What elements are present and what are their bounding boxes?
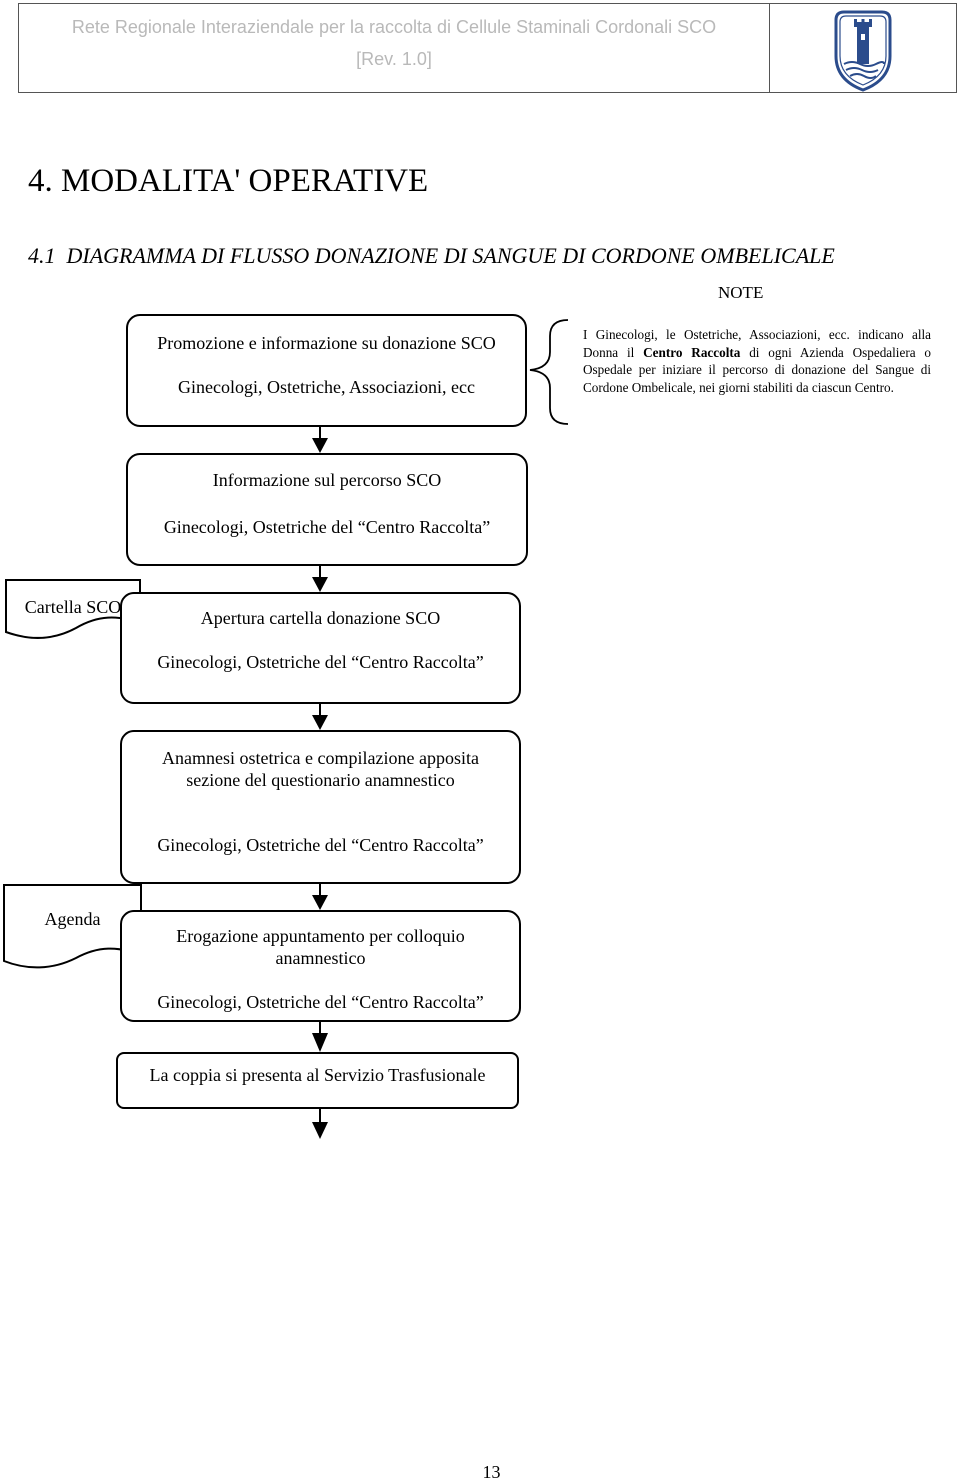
arrow-down-icon: [312, 715, 328, 730]
note-text: I Ginecologi, le Ostetriche, Associazion…: [583, 327, 931, 395]
step-activity: Informazione sul percorso SCO: [212, 470, 442, 490]
logo-box: [770, 3, 957, 93]
page-header: Rete Regionale Interaziendale per la rac…: [18, 3, 770, 93]
flow-step-anamnesis: Anamnesi ostetrica e compilazione apposi…: [120, 730, 521, 884]
step-responsible: Ginecologi, Ostetriche del “Centro Racco…: [157, 992, 484, 1012]
arrow-down-icon: [312, 438, 328, 453]
arrow-down-icon: [312, 1033, 328, 1052]
header-revision: [Rev. 1.0]: [356, 49, 432, 69]
step-activity-line1: Anamnesi ostetrica e compilazione apposi…: [162, 748, 479, 768]
flow-step-appointment: Erogazione appuntamento per colloquio an…: [120, 910, 521, 1022]
subsection-text: DIAGRAMMA DI FLUSSO DONAZIONE DI SANGUE …: [66, 243, 835, 268]
flow-step-transfusion-service: La coppia si presenta al Servizio Trasfu…: [116, 1052, 519, 1109]
step-activity: La coppia si presenta al Servizio Trasfu…: [149, 1065, 486, 1085]
page-number: 13: [482, 1462, 501, 1482]
flow-step-information: Informazione sul percorso SCO Ginecologi…: [126, 453, 528, 566]
subsection-number: 4.1: [28, 243, 56, 268]
arrow-down-icon: [312, 577, 328, 592]
step-activity-line2: sezione del questionario anamnestico: [186, 770, 455, 790]
subsection-title: 4.1 DIAGRAMMA DI FLUSSO DONAZIONE DI SAN…: [28, 243, 835, 269]
flow-step-promotion: Promozione e informazione su donazione S…: [126, 314, 527, 427]
document-label-agenda: Agenda: [44, 909, 101, 929]
step-responsible: Ginecologi, Ostetriche del “Centro Racco…: [163, 517, 491, 537]
step-responsible: Ginecologi, Ostetriche del “Centro Racco…: [157, 835, 484, 855]
document-label-cartella: Cartella SCO: [24, 597, 122, 617]
brace-shape: [529, 319, 569, 425]
step-activity: Apertura cartella donazione SCO: [200, 608, 441, 628]
arrow-down-icon: [312, 1122, 328, 1139]
step-activity-line2: anamnestico: [275, 948, 366, 968]
step-responsible: Ginecologi, Ostetriche del “Centro Racco…: [157, 652, 484, 672]
note-bold-centro-raccolta: Centro Raccolta: [643, 344, 741, 360]
step-activity: Promozione e informazione su donazione S…: [157, 333, 496, 353]
note-label: NOTE: [718, 283, 764, 302]
flow-step-open-record: Apertura cartella donazione SCO Ginecolo…: [120, 592, 521, 704]
step-responsible: Ginecologi, Ostetriche, Associazioni, ec…: [178, 377, 475, 397]
tower-crest-icon: [834, 10, 892, 92]
step-activity-line1: Erogazione appuntamento per colloquio: [176, 926, 465, 946]
arrow-down-icon: [312, 895, 328, 910]
section-title: 4. MODALITA' OPERATIVE: [28, 163, 429, 199]
header-title: Rete Regionale Interaziendale per la rac…: [71, 17, 717, 37]
